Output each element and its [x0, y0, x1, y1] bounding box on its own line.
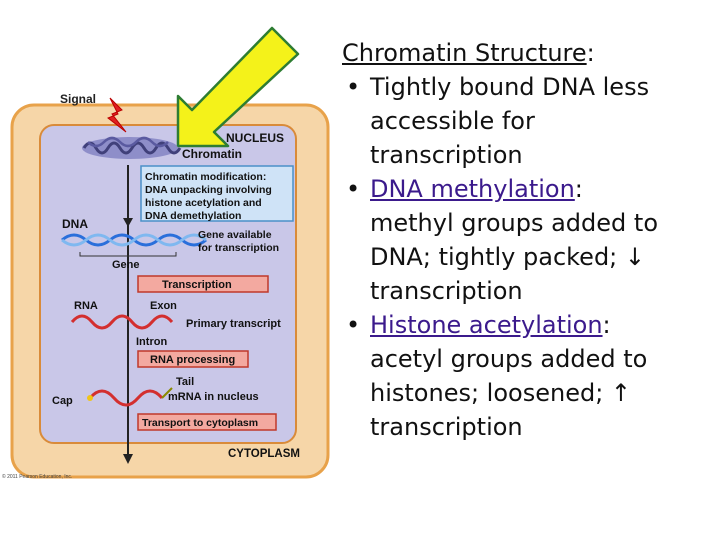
histone-acetylation-term: Histone acetylation: [370, 311, 603, 339]
transcription-box: [137, 275, 269, 293]
mrna-label: mRNA in nucleus: [168, 391, 259, 403]
bullet-3-line-3: transcription: [370, 413, 523, 441]
mod-line-4: DNA demethylation: [145, 210, 241, 222]
tail-marker: [161, 387, 173, 399]
rna-processing-label: RNA processing: [150, 354, 235, 366]
slide-heading: Chromatin Structure:: [342, 36, 714, 70]
term-colon: :: [602, 311, 611, 339]
gene-available-line-1: Gene available: [198, 229, 272, 241]
signal-label: Signal: [60, 92, 96, 106]
term-colon: :: [574, 175, 583, 203]
bullet-2-line-2: DNA; tightly packed; ↓: [370, 243, 646, 271]
intron-label: Intron: [136, 336, 167, 348]
gene-bracket: [79, 252, 177, 257]
yellow-pointer-arrow: [176, 26, 300, 148]
bullet-list: • Tightly bound DNA less accessible for …: [342, 70, 714, 444]
mrna-strand: [88, 389, 164, 407]
slide-text: Chromatin Structure: • Tightly bound DNA…: [342, 36, 714, 444]
gene-expression-figure: Signal NUCLEUS Chromatin Chromatin modif…: [2, 26, 330, 480]
chromatin-blob: [82, 136, 182, 159]
process-flow-arrow: [123, 165, 133, 464]
bullet-dot: •: [346, 175, 361, 203]
heading-text: Chromatin Structure: [342, 39, 587, 67]
cap-label: Cap: [52, 395, 73, 407]
primary-transcript-label: Primary transcript: [186, 318, 281, 330]
transport-label: Transport to cytoplasm: [142, 417, 258, 429]
dna-methylation-term: DNA methylation: [370, 175, 575, 203]
bullet-2-line-3: transcription: [370, 277, 523, 305]
bullet-dot: •: [346, 73, 361, 101]
bullet-3-term-line: Histone acetylation:: [370, 308, 714, 342]
gene-available-line-2: for transcription: [198, 242, 279, 254]
rna-label: RNA: [74, 300, 98, 312]
bullet-3-line-1: acetyl groups added to: [370, 345, 648, 373]
signal-lightning-icon: [107, 97, 127, 133]
chromatin-modification-box: [140, 165, 294, 222]
bullet-1-line-3: transcription: [370, 141, 523, 169]
bullet-item: • DNA methylation: methyl groups added t…: [342, 172, 714, 308]
dna-helix: [61, 233, 207, 247]
bullet-2-term-line: DNA methylation:: [370, 172, 714, 206]
copyright-note: © 2011 Pearson Education, Inc.: [2, 473, 72, 480]
mod-line-2: DNA unpacking involving: [145, 184, 272, 196]
bullet-1-line-2: accessible for: [370, 107, 535, 135]
nucleus-label: NUCLEUS: [226, 131, 284, 145]
exon-label: Exon: [150, 300, 177, 312]
bullet-item: • Tightly bound DNA less accessible for …: [342, 70, 714, 172]
mod-line-1: Chromatin modification:: [145, 171, 266, 183]
transport-box: [137, 413, 277, 431]
chromatin-label: Chromatin: [182, 147, 242, 161]
bullet-3-line-2: histones; loosened; ↑: [370, 379, 632, 407]
transcription-label: Transcription: [162, 279, 232, 291]
mod-line-3: histone acetylation and: [145, 197, 262, 209]
tail-label: Tail: [176, 376, 194, 388]
cap-marker: [87, 395, 93, 401]
cytoplasm-label: CYTOPLASM: [228, 448, 300, 460]
bullet-1-line-1: Tightly bound DNA less: [370, 73, 650, 101]
heading-colon: :: [586, 39, 595, 67]
bullet-2-line-1: methyl groups added to: [370, 209, 658, 237]
rna-processing-box: [137, 350, 249, 368]
gene-label: Gene: [112, 259, 140, 271]
dna-label: DNA: [62, 217, 88, 231]
primary-transcript-strand: [70, 314, 174, 330]
bullet-item: • Histone acetylation: acetyl groups add…: [342, 308, 714, 444]
bullet-dot: •: [346, 311, 361, 339]
